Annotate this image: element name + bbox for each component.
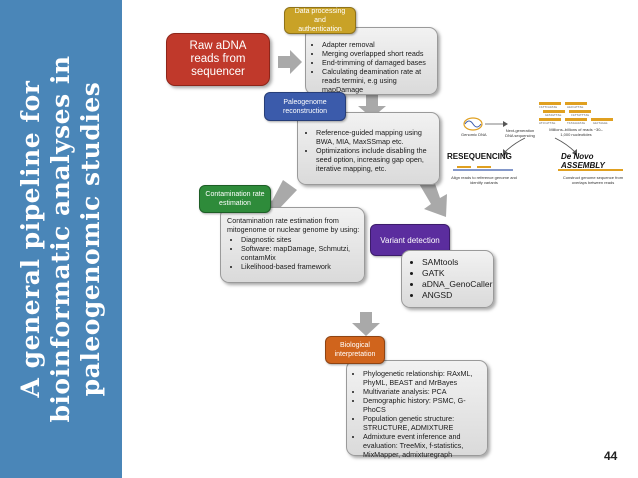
resequencing-graphic bbox=[453, 102, 623, 171]
read-snippet: ATCCATTAG bbox=[539, 121, 556, 125]
biological-item: Population genetic structure: STRUCTURE,… bbox=[363, 414, 483, 432]
processing-item: End-trimming of damaged bases bbox=[322, 58, 433, 67]
contamination-label-line-1: Contamination rate bbox=[205, 191, 265, 198]
processing-item: Calculating deamination rate at reads te… bbox=[322, 67, 433, 94]
page-number: 44 bbox=[604, 449, 618, 463]
genomic-dna-text: Genomic DNA bbox=[461, 132, 487, 137]
reconstruction-label-line-1: Paleogenome bbox=[283, 98, 327, 106]
processing-item: Merging overlapped short reads bbox=[322, 49, 433, 58]
biological-label: Biological interpretation bbox=[325, 336, 385, 364]
align-caption: Align reads to reference genome and iden… bbox=[451, 175, 517, 185]
variant-box: SAMtools GATK aDNA_GenoCaller ANGSD bbox=[401, 250, 494, 308]
next-gen-text: Next-generation DNA sequencing bbox=[505, 128, 535, 138]
slide-title: A general pipeline for bioinformatic ana… bbox=[16, 4, 106, 474]
contamination-box: Contamination rate estimation from mitog… bbox=[220, 207, 365, 283]
biological-label-line-2: interpretation bbox=[334, 351, 376, 358]
raw-line-1: Raw aDNA bbox=[189, 40, 247, 52]
read-snippet: GGCTAGAG bbox=[593, 121, 608, 125]
biological-item: Multivariate analysis: PCA bbox=[363, 387, 483, 396]
processing-box: Adapter removal Merging overlapped short… bbox=[305, 27, 438, 95]
processing-list: Adapter removal Merging overlapped short… bbox=[312, 40, 433, 94]
arrow-variant-to-biological bbox=[352, 312, 380, 336]
reconstruction-item: Reference-guided mapping using BWA, MIA,… bbox=[316, 128, 435, 146]
read-snippet: CATTCAGTAG bbox=[539, 105, 558, 109]
arrow-raw-to-processing bbox=[278, 50, 302, 74]
contamination-item: Likelihood-based framework bbox=[241, 262, 360, 271]
biological-list: Phylogenetic relationship: RAxML, PhyML,… bbox=[353, 369, 483, 459]
resequencing-title: RESEQUENCING bbox=[447, 152, 512, 161]
reconstruction-list: Reference-guided mapping using BWA, MIA,… bbox=[306, 128, 435, 173]
contamination-label-line-2: estimation bbox=[219, 200, 251, 207]
reconstruction-label: Paleogenome reconstruction bbox=[264, 92, 346, 121]
reconstruction-box: Reference-guided mapping using BWA, MIA,… bbox=[297, 112, 440, 185]
processing-label-line-2: authentication bbox=[298, 26, 342, 33]
title-line-3: paleogenomic studies bbox=[76, 81, 105, 397]
variant-item: aDNA_GenoCaller bbox=[422, 279, 492, 290]
raw-line-2: reads from bbox=[190, 53, 246, 65]
biological-item: Phylogenetic relationship: RAxML, PhyML,… bbox=[363, 369, 483, 387]
raw-line-3: sequencer bbox=[191, 66, 245, 78]
processing-label-line-1: Data processing and bbox=[294, 8, 346, 24]
construct-caption: Construct genome sequence from overlaps … bbox=[562, 175, 624, 185]
variant-list: SAMtools GATK aDNA_GenoCaller ANGSD bbox=[412, 257, 492, 301]
variant-item: GATK bbox=[422, 268, 489, 279]
millions-text: Millions–billions of reads ~30–1,000 nuc… bbox=[549, 127, 603, 137]
biological-label-line-1: Biological bbox=[340, 342, 370, 349]
biological-item: Admixture event inference and evaluation… bbox=[363, 432, 483, 459]
contamination-item: Software: mapDamage, Schmutzi, contamMix bbox=[241, 244, 360, 262]
title-line-2: bioinformatic analyses in bbox=[46, 55, 75, 423]
processing-item: Adapter removal bbox=[322, 40, 433, 49]
variant-label-text: Variant detection bbox=[380, 235, 440, 245]
reconstruction-item: Optimizations include disabling the seed… bbox=[316, 146, 435, 173]
variant-item: SAMtools bbox=[422, 257, 489, 268]
read-snippet: GGTAGTTAG bbox=[545, 113, 562, 117]
read-snippet: AGCCATTAG bbox=[567, 105, 584, 109]
contamination-label: Contamination rate estimation bbox=[199, 185, 271, 213]
biological-box: Phylogenetic relationship: RAxML, PhyML,… bbox=[346, 360, 488, 459]
contamination-intro: Contamination rate estimation from mitog… bbox=[227, 216, 360, 234]
read-snippet: CGTTATTTAG bbox=[571, 113, 590, 117]
variant-item: ANGSD bbox=[422, 290, 489, 301]
biological-item: Demographic history: PSMC, G-PhoCS bbox=[363, 396, 483, 414]
denovo-title: De Novo ASSEMBLY bbox=[561, 152, 605, 170]
contamination-item: Diagnostic sites bbox=[241, 235, 360, 244]
read-snippet: TATAAAGTAG bbox=[567, 121, 586, 125]
processing-label: Data processing and authentication bbox=[284, 7, 356, 34]
title-sidebar: A general pipeline for bioinformatic ana… bbox=[0, 0, 122, 478]
resequencing-figure: Genomic DNA Next-generation DNA sequenci… bbox=[443, 100, 633, 192]
title-line-1: A general pipeline for bbox=[16, 80, 45, 398]
reconstruction-label-line-2: reconstruction bbox=[283, 107, 327, 115]
raw-adna-box: Raw aDNA reads from sequencer bbox=[166, 33, 270, 86]
contamination-list: Diagnostic sites Software: mapDamage, Sc… bbox=[227, 235, 360, 271]
